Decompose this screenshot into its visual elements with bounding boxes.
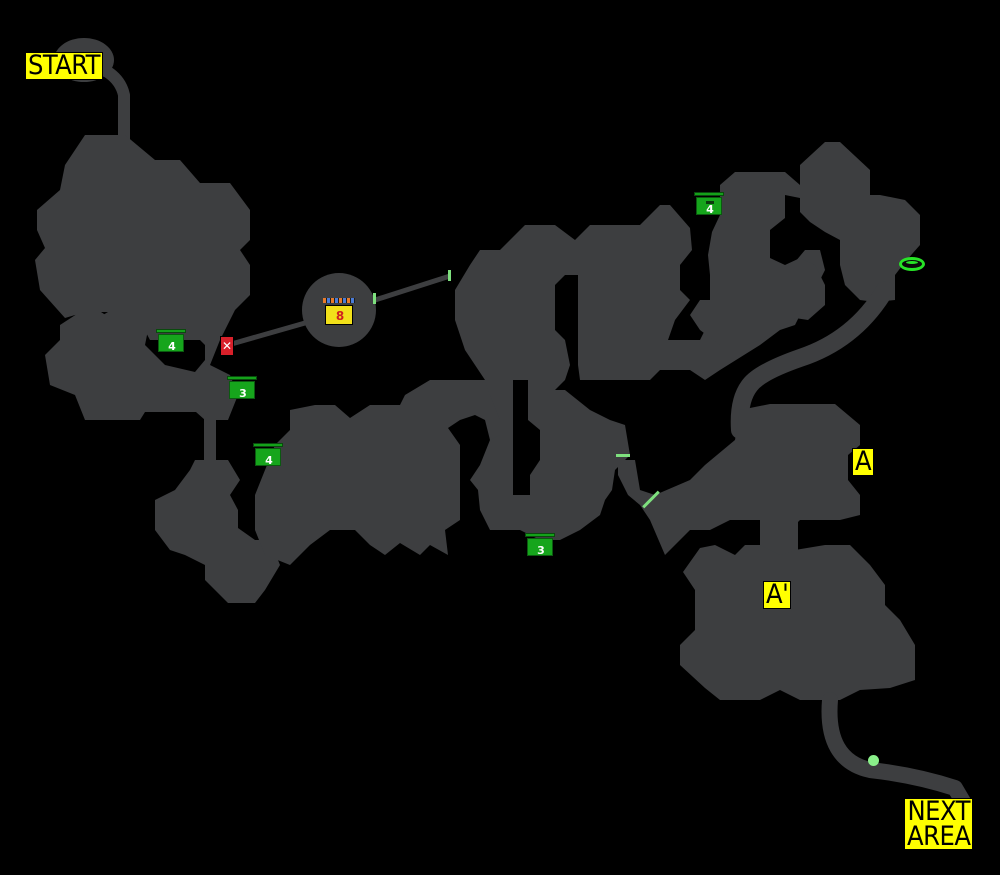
- hazard-icon[interactable]: ✕: [220, 336, 234, 356]
- east-chamber: [618, 404, 860, 555]
- door-west[interactable]: [373, 293, 376, 304]
- door-central[interactable]: [616, 454, 630, 457]
- a-label: A: [852, 448, 875, 476]
- door-east[interactable]: [448, 270, 451, 281]
- chest-lid: [525, 533, 555, 537]
- start-label: START: [25, 52, 104, 80]
- central-north-block: [455, 205, 825, 540]
- next-area-label: NEXT AREA: [904, 796, 974, 852]
- chest-value: 4: [706, 203, 714, 216]
- south-west-chamber: [155, 460, 280, 603]
- chest-slot: [706, 201, 714, 204]
- chest-icon[interactable]: 3: [525, 533, 555, 557]
- chest-body: 3: [527, 538, 553, 557]
- chest-body: 4: [696, 197, 722, 216]
- next-area-line2: AREA: [907, 821, 971, 852]
- big-chest-bar: [323, 298, 355, 303]
- chest-lid: [227, 376, 257, 380]
- chest-icon[interactable]: 4: [253, 443, 283, 467]
- chest-lid: [694, 192, 724, 196]
- ne-descent-path: [730, 281, 894, 439]
- chest-value: 3: [537, 544, 545, 557]
- chest-icon[interactable]: 4: [156, 329, 186, 353]
- exit-path: [821, 692, 973, 813]
- big-chest-icon[interactable]: 8: [323, 298, 355, 328]
- west-chamber: [35, 135, 250, 420]
- chest-icon[interactable]: 3: [227, 376, 257, 400]
- big-chest-body: 8: [325, 305, 353, 325]
- big-chest-value: 8: [335, 309, 345, 323]
- chest-lid: [156, 329, 186, 333]
- bridge-west: [227, 320, 306, 348]
- chest-body: 4: [158, 334, 184, 353]
- chest-value: 4: [265, 454, 273, 467]
- chest-value: 4: [168, 340, 176, 353]
- south-east-chamber: [680, 545, 915, 700]
- north-east-chamber: [690, 142, 920, 345]
- save-point-icon[interactable]: [868, 755, 879, 766]
- central-chamber: [255, 380, 510, 565]
- warp-ring-icon[interactable]: [899, 257, 925, 271]
- sw-connector: [204, 418, 216, 463]
- next-area-line1: NEXT: [907, 796, 970, 827]
- central-hole-1: [513, 380, 540, 495]
- chest-lid: [253, 443, 283, 447]
- chest-body: 4: [255, 448, 281, 467]
- bridge-east: [374, 273, 451, 303]
- chest-icon[interactable]: 4: [694, 192, 724, 216]
- chest-body: 3: [229, 381, 255, 400]
- a-prime-label: A': [763, 581, 792, 609]
- chest-value: 3: [239, 387, 247, 400]
